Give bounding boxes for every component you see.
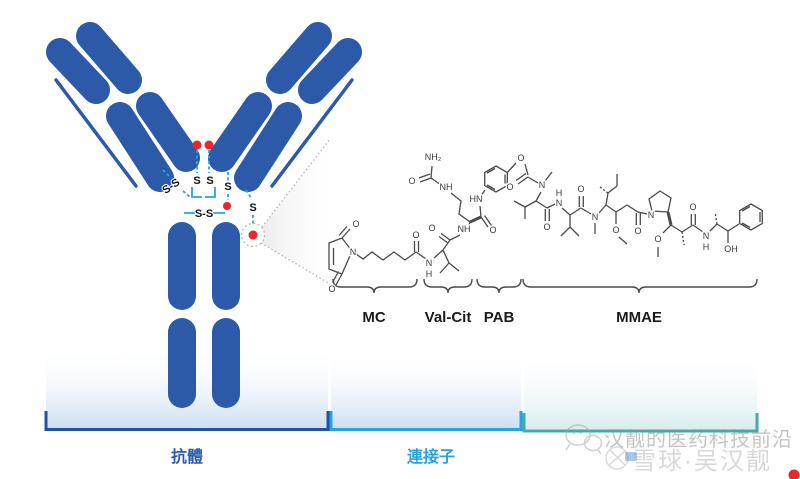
chem-atom-label: N: [648, 210, 655, 220]
chem-atom-label: O: [428, 223, 435, 233]
snowball-camera-icon: [605, 446, 629, 470]
chem-atom-label: N: [556, 198, 563, 208]
chem-atom-label: N: [350, 247, 357, 257]
left-light-chain-segment: [106, 102, 174, 192]
drug-dot: [204, 140, 214, 150]
chem-hashed-bonds: [599, 186, 718, 246]
payload-region-panel: [524, 352, 757, 431]
disulfide-s-label: S: [224, 181, 231, 193]
drug-dot: [248, 230, 258, 240]
chem-atom-label: NH₂: [425, 152, 442, 162]
left-heavy-chain-segment: [136, 92, 200, 172]
chem-braces: [332, 278, 758, 294]
wechat-bubbles-icon: [565, 424, 603, 455]
linker-payload-structure: [328, 162, 763, 294]
chem-atom-label: O: [412, 230, 419, 240]
linker-bracket: [329, 411, 523, 431]
region-brackets: [44, 411, 759, 433]
disulfide-s-label: S-S: [195, 208, 213, 220]
chem-atom-label: N: [703, 231, 710, 241]
hinge-bridge-staples: [184, 187, 225, 214]
chem-atom-label: NH: [458, 224, 471, 234]
chem-atom-label: O: [577, 184, 584, 194]
mc-label: MC: [362, 309, 385, 326]
linker-region-panel: [331, 351, 521, 430]
disulfide-s-label: S: [193, 175, 200, 187]
drug-dots: [192, 140, 258, 240]
chem-atom-label: O: [543, 222, 550, 232]
chem-atom-label: O: [506, 182, 513, 192]
chem-atom-label: O: [612, 225, 619, 235]
watermark-line2: 雪球·吴汉靓: [632, 448, 772, 475]
zoom-cone-dotted-lines: [260, 138, 331, 285]
region-panels: [46, 347, 757, 431]
zoom-cone: [260, 138, 331, 285]
val-cit-label: Val-Cit: [425, 309, 472, 326]
antibody-region-label: 抗體: [171, 447, 203, 466]
watermark-line1: 汉靓的医药科技前沿: [604, 428, 793, 451]
chem-atom-label: H: [556, 188, 563, 198]
chem-atom-label: O: [328, 284, 335, 294]
chem-atom-label: O: [408, 176, 415, 186]
antibody-graphic: [46, 22, 362, 408]
chem-atom-label: O: [352, 219, 359, 229]
hinge-dashed-links: [162, 150, 254, 228]
right-heavy-chain-segment: [266, 22, 332, 94]
watermark-blue-mark: [625, 452, 637, 461]
right-light-chain-segment: [298, 38, 362, 104]
chem-bonds: [328, 162, 763, 286]
drug-dot: [223, 202, 231, 210]
zoom-cone-fill: [261, 139, 330, 284]
chem-atom-label: O: [489, 225, 496, 235]
left-heavy-chain-segment: [76, 22, 142, 94]
chem-wedge-bonds: [469, 211, 673, 226]
chem-atom-label: HN: [470, 194, 483, 204]
linker-region-label: 連接子: [407, 447, 455, 466]
mmae-label: MMAE: [616, 309, 662, 326]
payload-bracket: [522, 413, 759, 433]
chem-atom-label: N: [539, 180, 546, 190]
watermark: 汉靓的医药科技前沿 雪球·吴汉靓: [565, 424, 793, 475]
disulfide-s-label: S: [206, 175, 213, 187]
chem-atom-label: H: [426, 269, 433, 279]
chem-atom-label: H: [703, 242, 710, 252]
left-arm-accent-line: [54, 78, 138, 188]
drug-dot: [192, 140, 202, 150]
chem-atom-label: O: [634, 226, 641, 236]
chem-atom-label: O: [689, 202, 696, 212]
chem-atom-label: O: [517, 153, 524, 163]
hinge-disulfide-bonds: [162, 150, 254, 228]
antibody-bracket: [44, 411, 330, 431]
chem-atom-label: NH: [440, 182, 453, 192]
right-light-chain-segment: [234, 102, 302, 192]
chem-atom-label: OH: [724, 244, 738, 254]
left-light-chain-segment: [46, 38, 110, 104]
disulfide-s-label: S: [249, 202, 256, 214]
right-arm-accent-line: [270, 78, 354, 188]
chem-atom-label: N: [592, 212, 599, 222]
chem-atom-label: O: [654, 234, 661, 244]
right-heavy-chain-segment: [208, 92, 272, 172]
chem-atom-label: N: [426, 258, 433, 268]
corner-red-dot: [788, 469, 800, 479]
pab-label: PAB: [484, 309, 515, 326]
